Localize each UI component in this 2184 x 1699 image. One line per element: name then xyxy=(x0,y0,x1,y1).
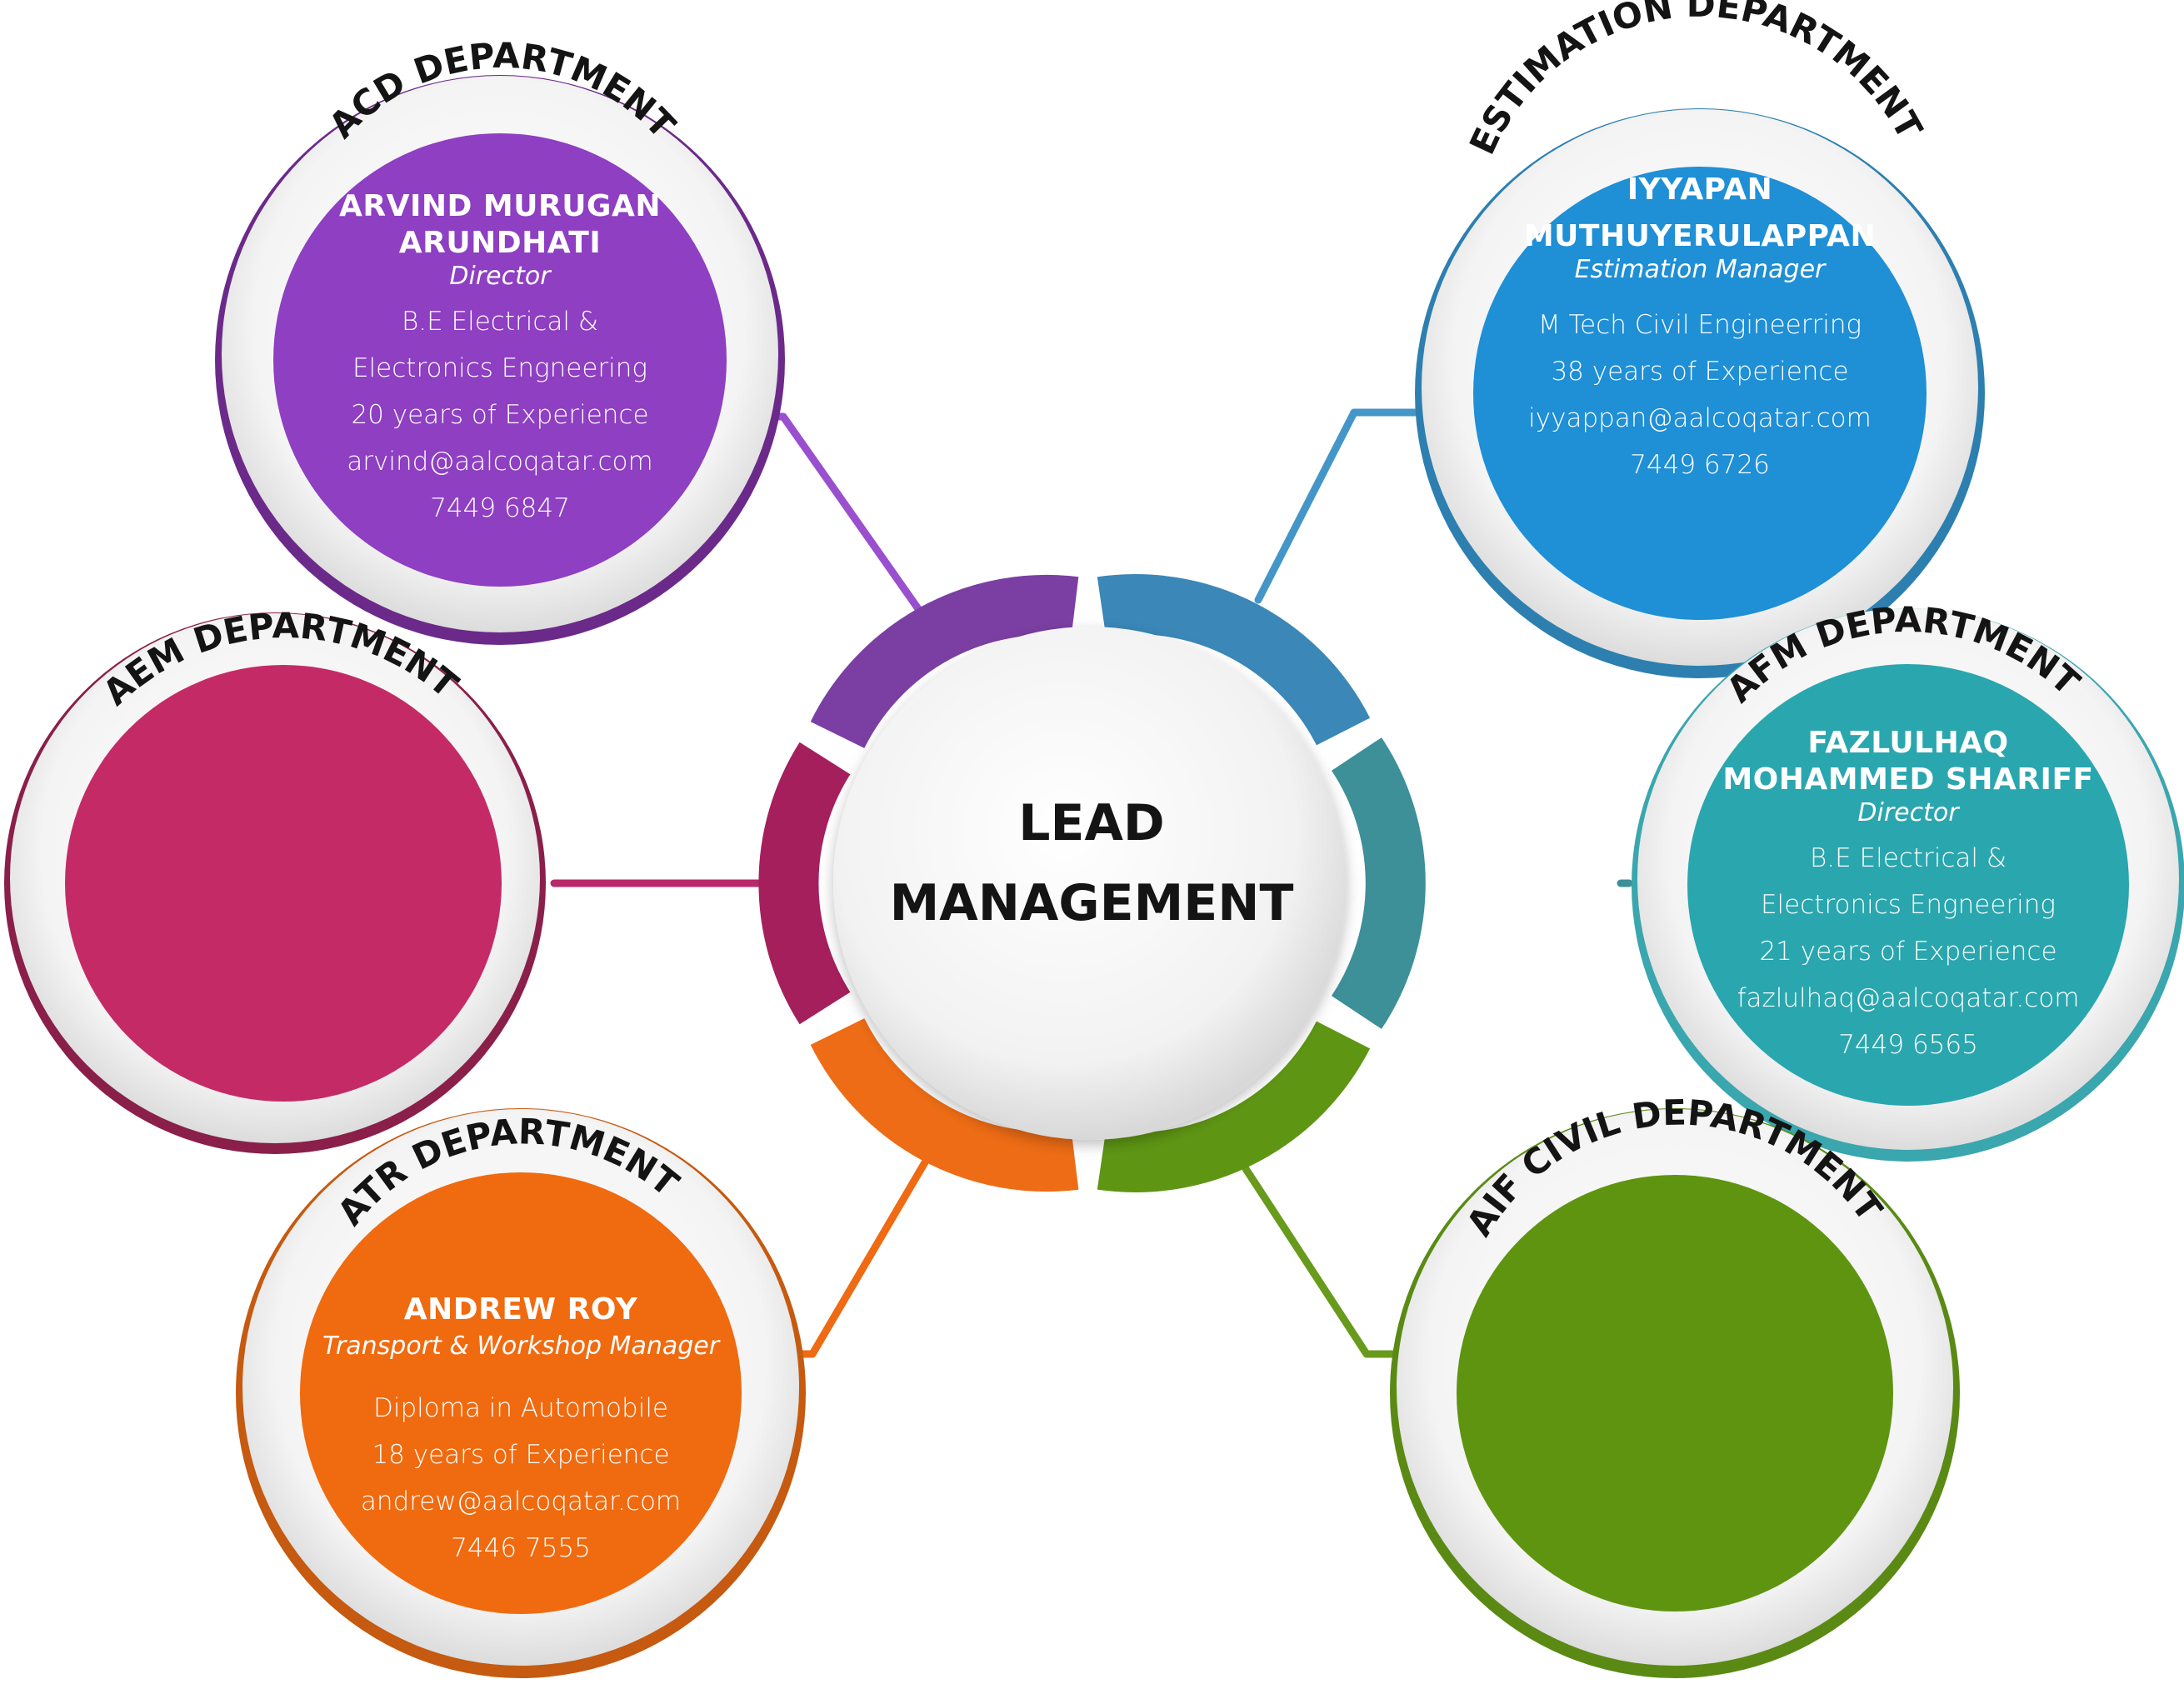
estimation-info: IYYAPAN MUTHUYERULAPPAN Estimation Manag… xyxy=(1508,172,1892,488)
ring-segment-aem xyxy=(758,742,851,1025)
ring-segment-acd xyxy=(810,575,1079,749)
aif-bubble xyxy=(1390,1108,1960,1678)
acd-line: 7449 6847 xyxy=(430,493,570,523)
afm-line: Electronics Engneering xyxy=(1760,890,2057,920)
hub-title: LEAD MANAGEMENT xyxy=(825,783,1358,943)
aem-bubble xyxy=(4,612,546,1154)
afm-bubble xyxy=(1632,608,2184,1162)
acd-line: Electronics Engneering xyxy=(352,353,648,383)
ring-segment-afm xyxy=(1331,737,1426,1029)
atr-name-line1: ANDREW ROY xyxy=(403,1292,638,1327)
hub-title-line1: LEAD xyxy=(1018,794,1165,852)
connector-estimation xyxy=(1254,408,1446,604)
estimation-line: 7449 6726 xyxy=(1630,450,1770,480)
atr-bubble xyxy=(236,1108,806,1678)
ring-segment-atr xyxy=(810,1017,1079,1192)
afm-name-line1: FAZLULHAQ xyxy=(1807,726,2009,760)
ring-segment-aif xyxy=(1097,1021,1371,1192)
acd-info: ARVIND MURUGAN ARUNDHATI Director B.E El… xyxy=(317,188,683,532)
acd-role: Director xyxy=(449,262,551,291)
atr-role: Transport & Workshop Manager xyxy=(322,1332,720,1361)
afm-line: 7449 6565 xyxy=(1838,1030,1978,1060)
atr-line: andrew@aalcoqatar.com xyxy=(360,1487,682,1517)
acd-name-line1: ARVIND MURUGAN xyxy=(339,189,661,223)
afm-line: 21 years of Experience xyxy=(1759,937,2057,967)
estimation-bubble xyxy=(1415,108,1985,678)
atr-info: ANDREW ROY Transport & Workshop Manager … xyxy=(312,1292,729,1572)
afm-name-line2: MOHAMMED SHARIFF xyxy=(1722,762,2094,797)
estimation-role: Estimation Manager xyxy=(1574,255,1826,284)
atr-line: Diploma in Automobile xyxy=(372,1393,669,1423)
acd-line: B.E Electrical & xyxy=(401,307,599,337)
afm-info: FAZLULHAQ MOHAMMED SHARIFF Director B.E … xyxy=(1708,725,2108,1068)
acd-bubble xyxy=(215,75,785,645)
estimation-name-line1: IYYAPAN xyxy=(1627,172,1773,207)
atr-line: 18 years of Experience xyxy=(372,1440,670,1470)
ring-segment-estimation xyxy=(1097,574,1371,746)
estimation-name-line2: MUTHUYERULAPPAN xyxy=(1523,219,1877,253)
afm-role: Director xyxy=(1857,798,1959,827)
acd-line: 20 years of Experience xyxy=(351,400,649,430)
connector-atr xyxy=(783,1158,929,1358)
estimation-line: 38 years of Experience xyxy=(1551,357,1849,387)
estimation-line: M Tech Civil Engineerring xyxy=(1537,310,1862,340)
afm-line: fazlulhaq@aalcoqatar.com xyxy=(1737,983,2080,1013)
afm-line: B.E Electrical & xyxy=(1809,843,2007,873)
hub-title-line2: MANAGEMENT xyxy=(889,874,1294,932)
acd-line: arvind@aalcoqatar.com xyxy=(347,447,653,477)
connector-aif xyxy=(1237,1158,1412,1358)
acd-name-line2: ARUNDHATI xyxy=(398,226,602,260)
hub-circle xyxy=(833,627,1347,1140)
atr-line: 7446 7555 xyxy=(451,1533,591,1563)
estimation-line: iyyappan@aalcoqatar.com xyxy=(1528,403,1872,433)
